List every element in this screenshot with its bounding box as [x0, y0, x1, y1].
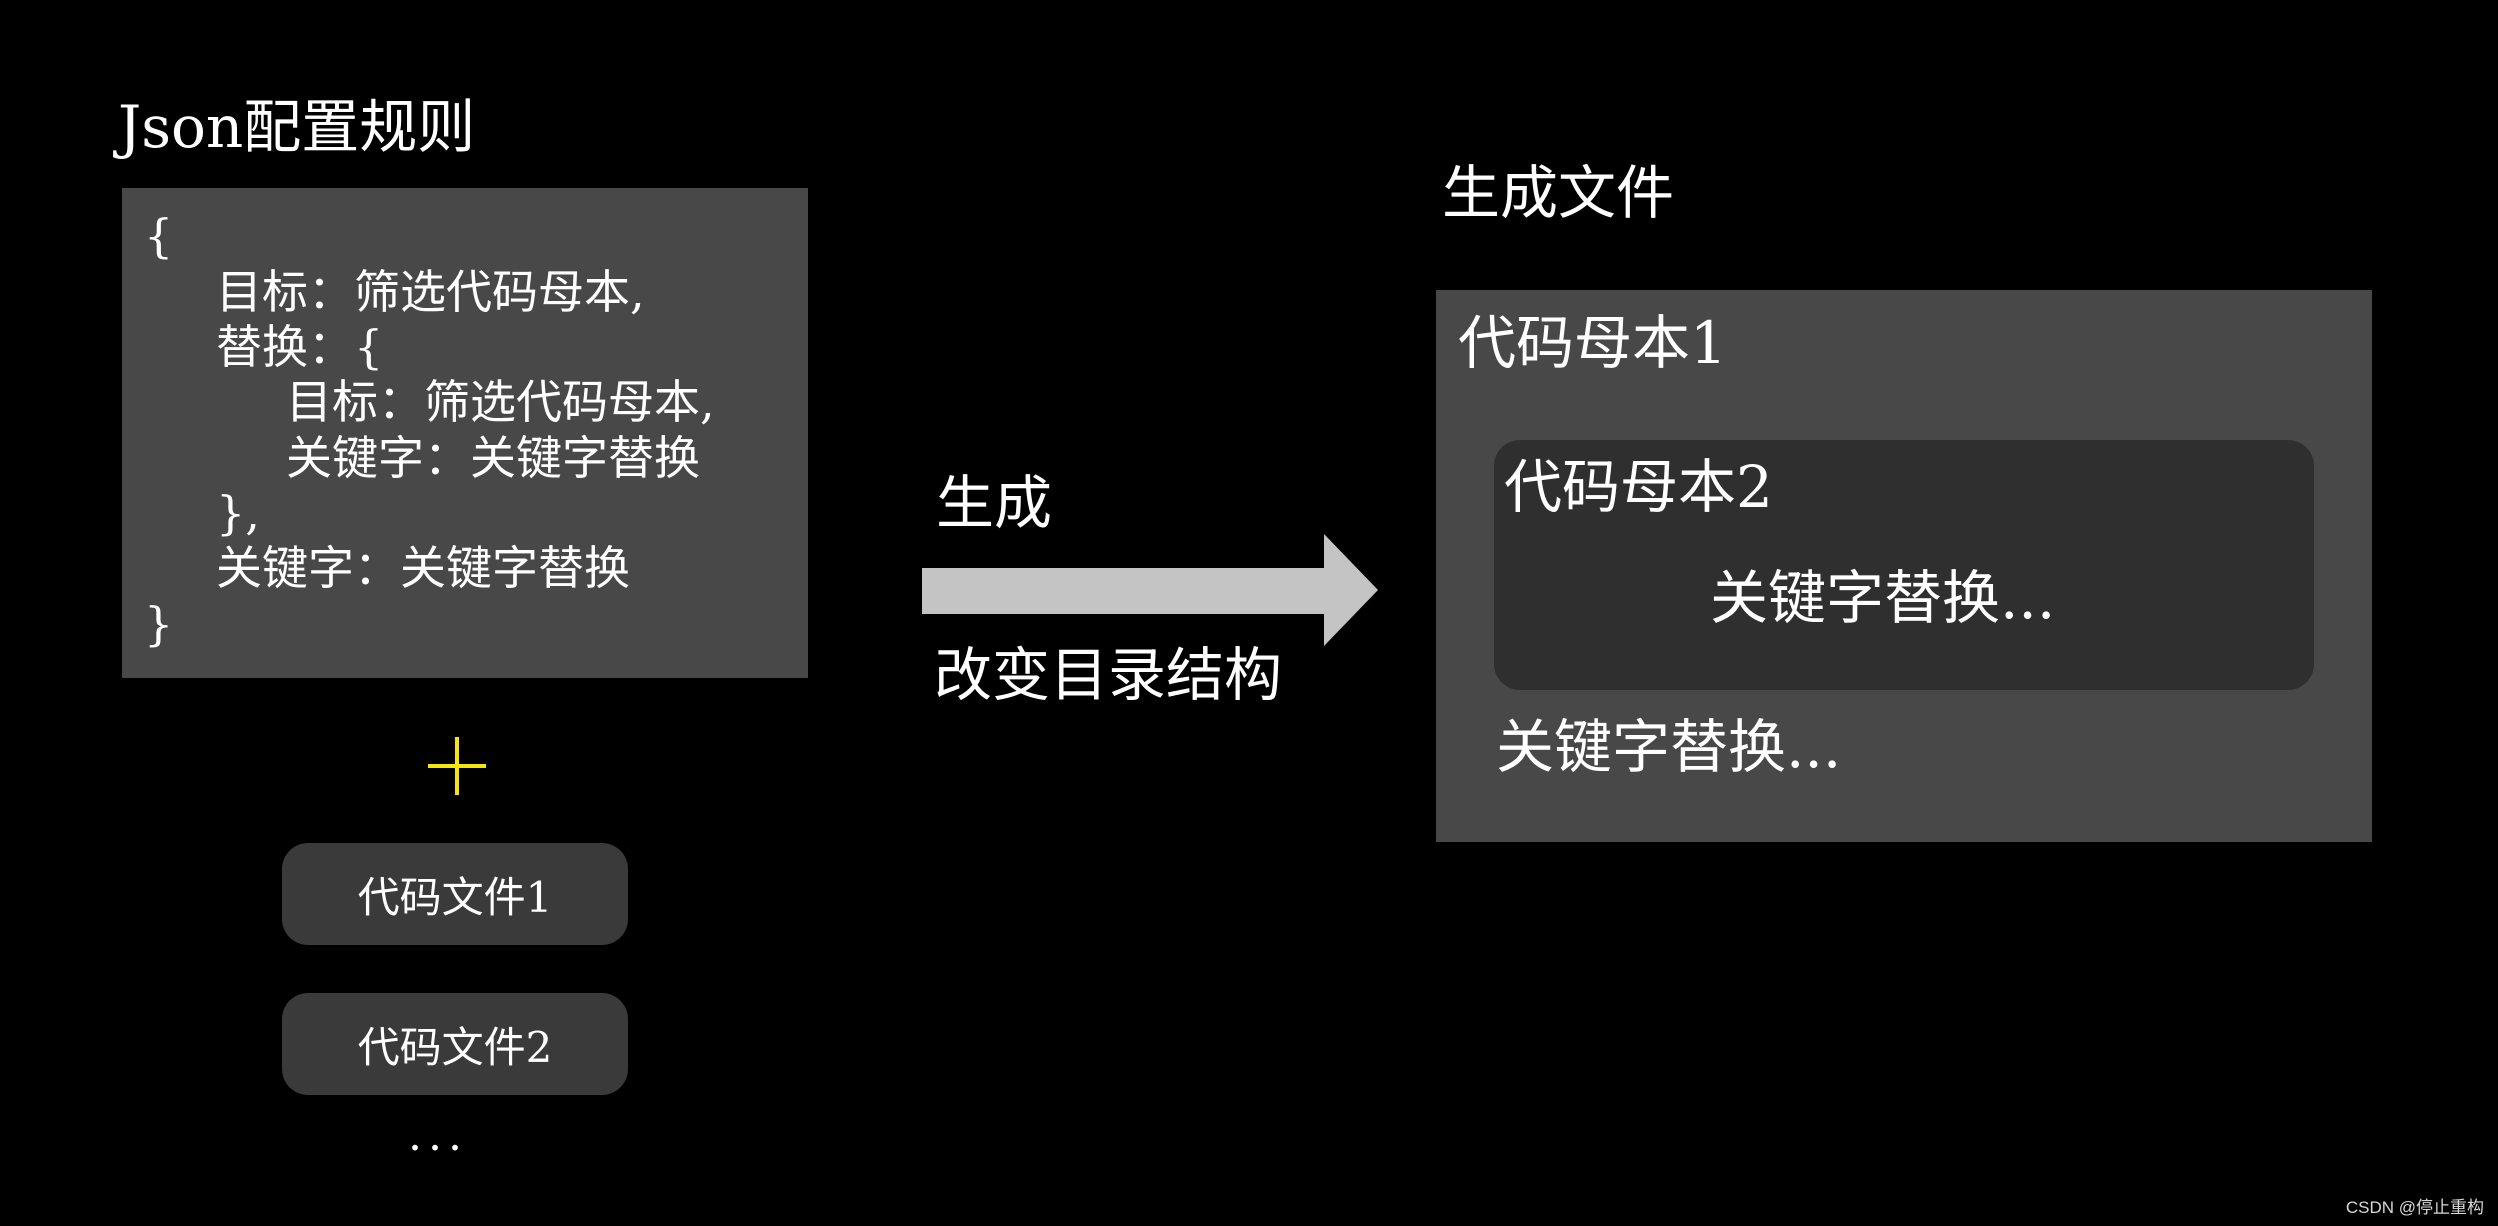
- code-file-1: 代码文件1: [282, 843, 628, 945]
- arrow-label-generate: 生成: [936, 469, 1053, 537]
- output-template-1-title: 代码母本1: [1458, 309, 1727, 377]
- watermark: CSDN @停止重构: [2345, 1198, 2484, 1217]
- json-line-nested-keyword: 关键字：关键字替换: [286, 431, 700, 485]
- code-file-2: 代码文件2: [282, 993, 628, 1095]
- json-line-nested-target: 目标：筛选代码母本,: [286, 375, 715, 429]
- inner-keyword-replace-text: 关键字替换...: [1710, 564, 2056, 632]
- json-line-open-brace: {: [144, 209, 174, 263]
- json-line-replace-open: 替换：{: [216, 320, 384, 374]
- right-arrow-icon: [922, 534, 1378, 646]
- json-line-keyword: 关键字：关键字替换: [216, 541, 630, 595]
- arrow-polygon: [922, 534, 1378, 646]
- json-rules-box: { 目标：筛选代码母本, 替换：{ 目标：筛选代码母本, 关键字：关键字替换 }…: [122, 188, 808, 678]
- json-line-replace-close: },: [216, 486, 260, 540]
- json-line-target: 目标：筛选代码母本,: [216, 265, 645, 319]
- outer-keyword-replace-text: 关键字替换...: [1496, 713, 1842, 781]
- more-files-ellipsis: ...: [408, 1110, 468, 1161]
- generated-files-title: 生成文件: [1442, 159, 1675, 227]
- plus-icon: [428, 737, 486, 795]
- code-file-1-label: 代码文件1: [357, 872, 553, 922]
- arrow-label-restructure: 改变目录结构: [934, 641, 1283, 709]
- json-rules-title: Json配置规则: [118, 93, 476, 161]
- json-line-close-brace: }: [144, 597, 174, 651]
- code-file-2-label: 代码文件2: [357, 1022, 553, 1072]
- output-template-2-box: [1494, 440, 2314, 690]
- output-template-2-title: 代码母本2: [1504, 453, 1773, 521]
